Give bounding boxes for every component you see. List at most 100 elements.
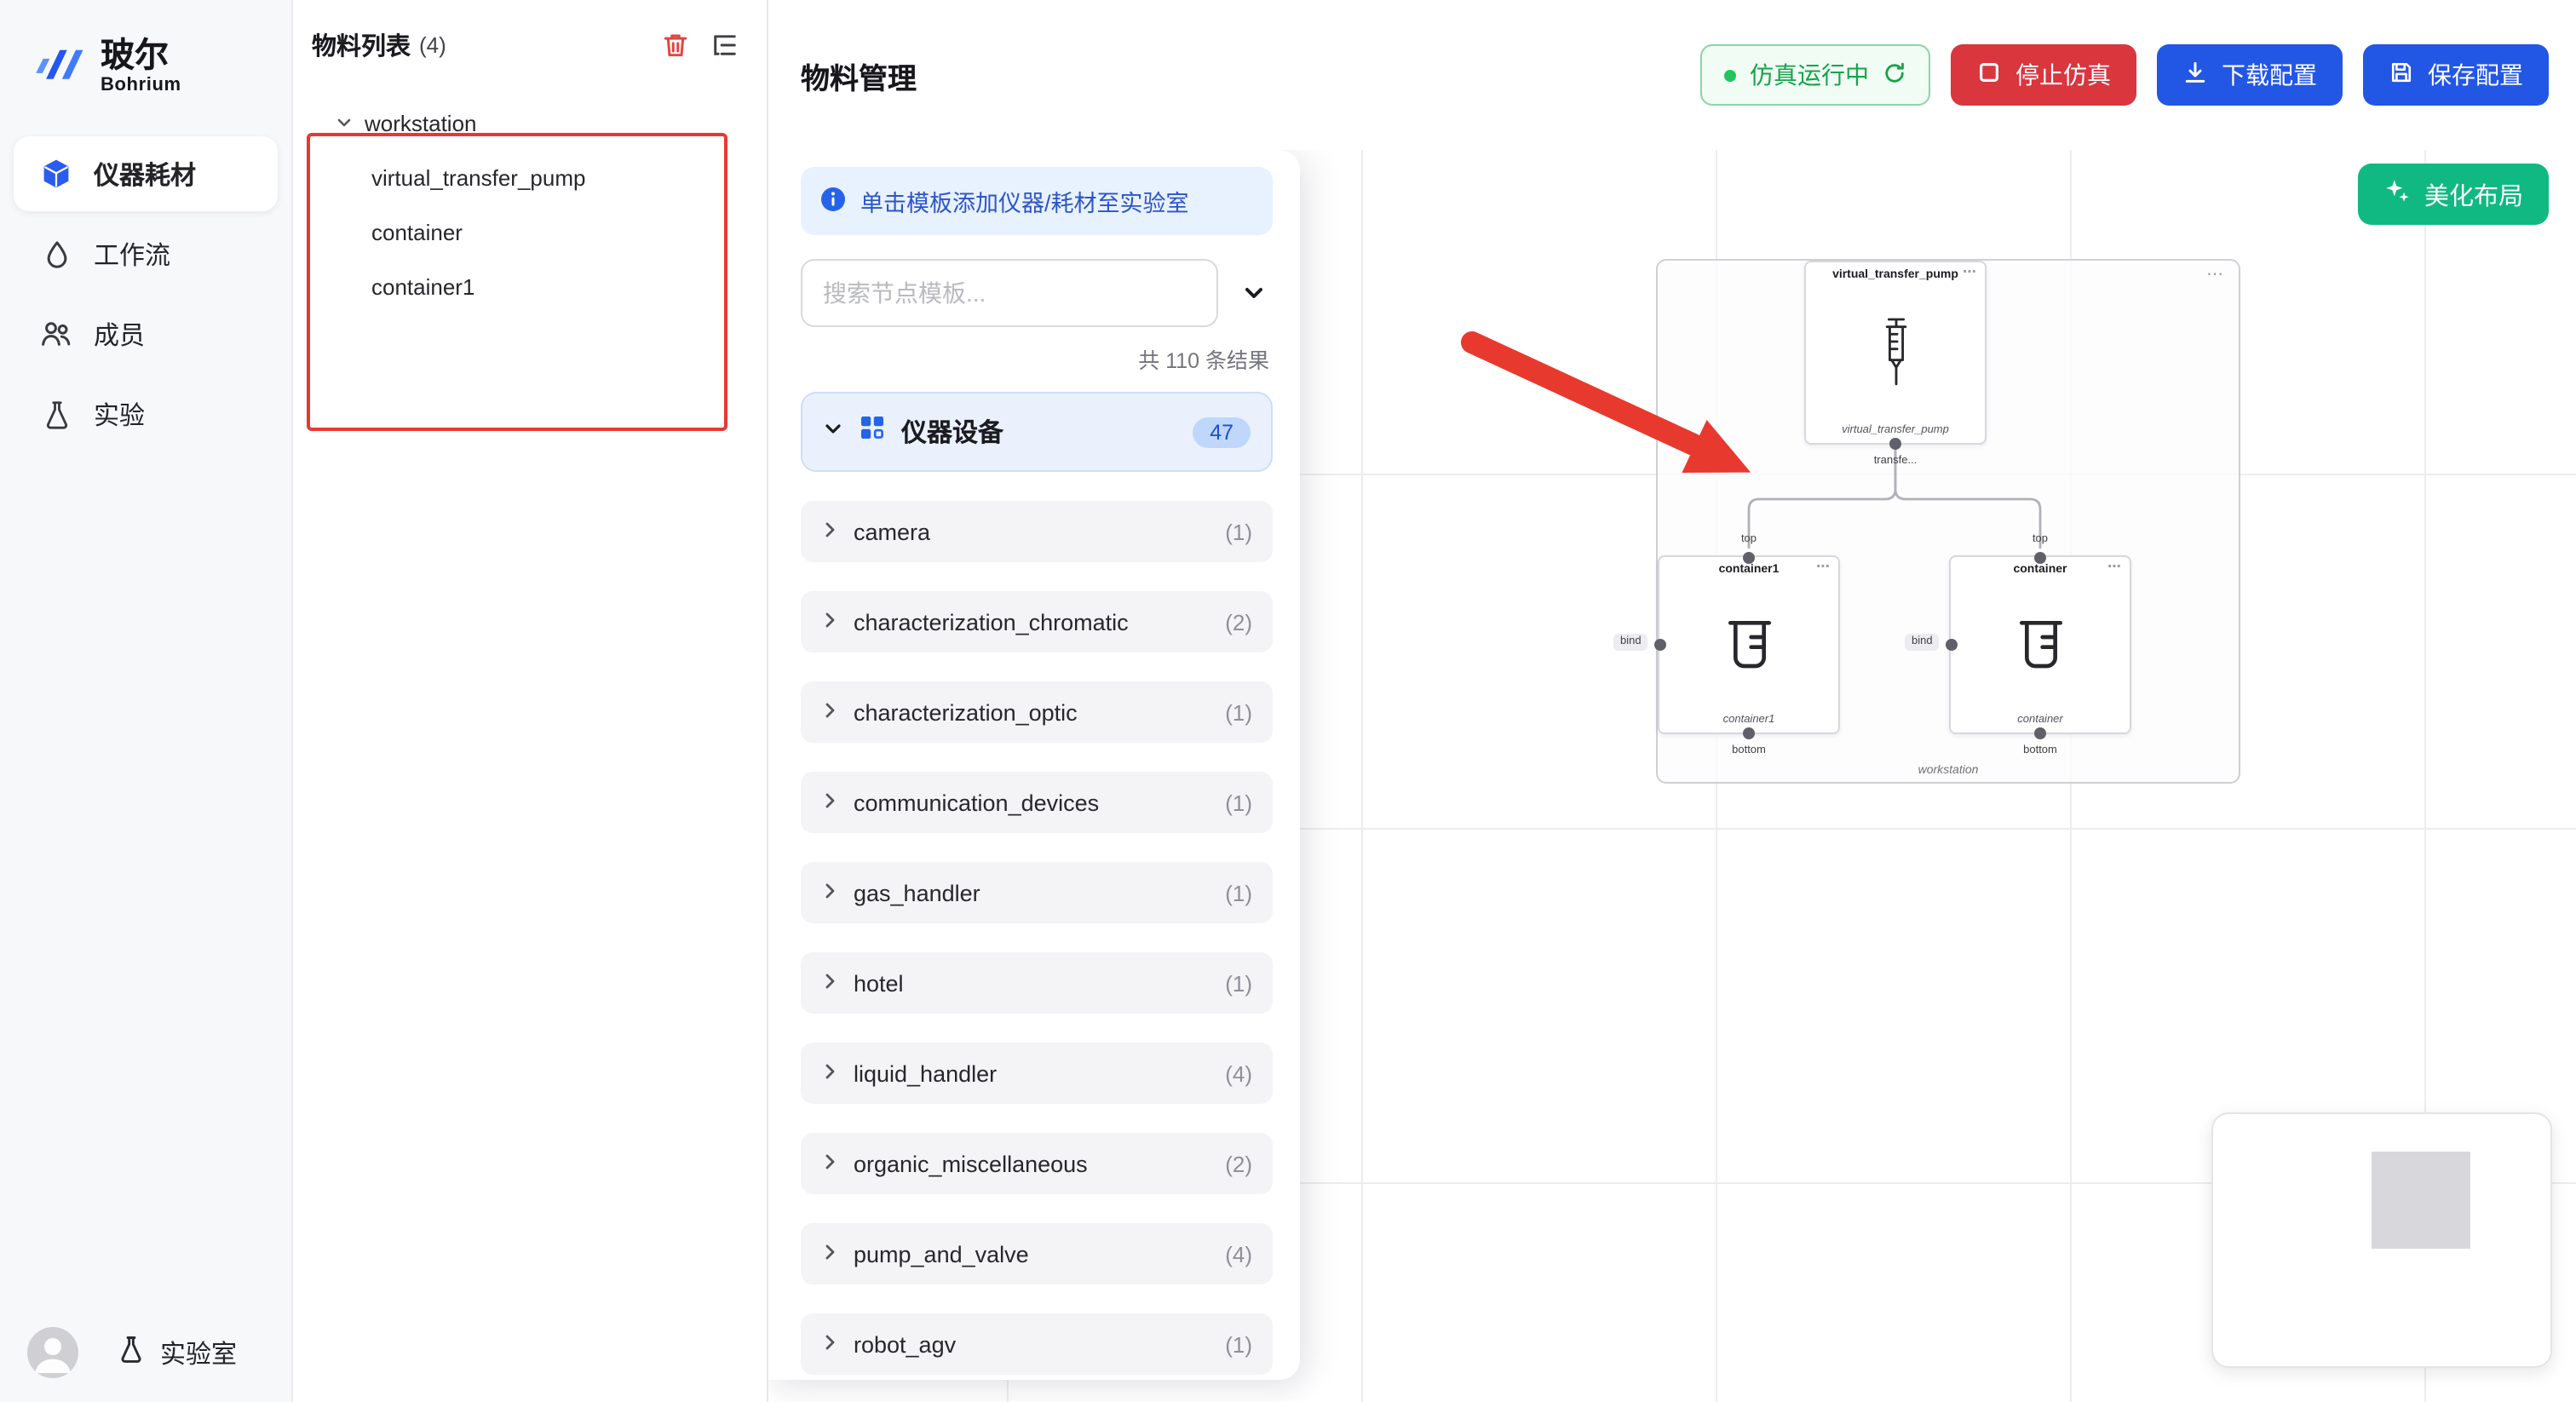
sidebar-item-workflow[interactable]: 工作流 (14, 216, 278, 291)
download-config-button[interactable]: 下载配置 (2157, 44, 2343, 106)
category-count: (2) (1225, 609, 1252, 635)
category-count: (1) (1225, 699, 1252, 725)
category-row-robot-agv[interactable]: robot_agv (1) (801, 1313, 1273, 1375)
node-sub-label: container (2017, 714, 2063, 726)
chevron-right-icon (821, 877, 838, 908)
category-row-camera[interactable]: camera (1) (801, 501, 1273, 562)
sidebar-item-instrument-consumables[interactable]: 仪器耗材 (14, 136, 278, 211)
beautify-layout-button[interactable]: 美化布局 (2358, 164, 2549, 225)
more-menu-icon[interactable]: ⋯ (2107, 559, 2123, 574)
refresh-icon (1883, 60, 1906, 89)
sidebar-item-label: 工作流 (94, 241, 171, 270)
category-row-characterization-optic[interactable]: characterization_optic (1) (801, 681, 1273, 743)
sparkles-icon (2383, 177, 2411, 211)
category-row-gas-handler[interactable]: gas_handler (1) (801, 862, 1273, 923)
port-dot[interactable] (1743, 727, 1755, 738)
materials-header: 物料列表 (4) (293, 0, 767, 83)
brand-logo[interactable]: 玻尔 Bohrium (0, 0, 291, 131)
port-dot[interactable] (1653, 639, 1665, 651)
tree-view-icon[interactable] (709, 30, 739, 60)
node-container[interactable]: top container ⋯ container bottom bind (1905, 533, 2131, 756)
sidebar-footer: 实验室 (27, 1327, 237, 1378)
results-count: 共 110 条结果 (1138, 349, 1269, 373)
category-row-communication-devices[interactable]: communication_devices (1) (801, 772, 1273, 833)
port-dot[interactable] (1743, 551, 1755, 563)
node-title: container (2013, 564, 2067, 576)
node-group-workstation[interactable]: ⋯ virtual_transfer_pump ⋯ virtual_transf… (1613, 259, 2240, 784)
minimap[interactable] (2211, 1112, 2552, 1368)
node-virtual-transfer-pump[interactable]: virtual_transfer_pump ⋯ virtual_transfer… (1804, 261, 1987, 467)
grid-icon (859, 414, 886, 450)
tree-node-child[interactable]: container (293, 204, 767, 259)
bohrium-logo-icon (27, 34, 85, 101)
chevron-right-icon (821, 1148, 838, 1179)
more-menu-icon[interactable]: ⋯ (2206, 266, 2225, 284)
sidebar-item-label: 仪器耗材 (94, 161, 197, 190)
brand-name-en: Bohrium (101, 75, 181, 95)
category-label: hotel (854, 970, 904, 996)
section-count-badge: 47 (1193, 417, 1251, 447)
bind-port-label: bind (1905, 633, 1940, 650)
port-dot[interactable] (2034, 551, 2046, 563)
save-config-button[interactable]: 保存配置 (2363, 44, 2549, 106)
tree-node-child[interactable]: container1 (293, 259, 767, 313)
minimap-viewport[interactable] (2372, 1152, 2470, 1249)
save-button-label: 保存配置 (2428, 61, 2523, 89)
category-row-liquid-handler[interactable]: liquid_handler (4) (801, 1043, 1273, 1104)
sidebar-item-members[interactable]: 成员 (14, 296, 278, 371)
category-label: characterization_chromatic (854, 609, 1129, 635)
download-button-label: 下载配置 (2222, 61, 2317, 89)
tree-node-workstation[interactable]: workstation (293, 97, 767, 150)
section-instruments[interactable]: 仪器设备 47 (801, 392, 1273, 472)
materials-tree: workstation virtual_transfer_pump contai… (293, 83, 767, 313)
lab-flask-icon (116, 1334, 147, 1371)
category-label: camera (854, 519, 931, 544)
info-banner[interactable]: 单击模板添加仪器/耗材至实验室 (801, 167, 1273, 235)
beaker-icon (1659, 576, 1838, 714)
workflow-droplet-icon (39, 237, 73, 271)
port-dot[interactable] (1889, 437, 1901, 449)
category-row-hotel[interactable]: hotel (1) (801, 952, 1273, 1014)
port-dot[interactable] (1945, 639, 1957, 651)
node-title: container1 (1718, 564, 1780, 576)
panel-collapse-chevron-icon[interactable] (1235, 274, 1273, 312)
lab-link[interactable]: 实验室 (116, 1334, 237, 1371)
category-row-pump-and-valve[interactable]: pump_and_valve (4) (801, 1223, 1273, 1284)
bind-port-label: bind (1613, 633, 1648, 650)
node-title: virtual_transfer_pump (1832, 269, 1958, 281)
category-label: pump_and_valve (854, 1241, 1029, 1267)
page-title: 物料管理 (801, 62, 917, 95)
port-label: bottom (2023, 744, 2057, 756)
user-avatar[interactable] (27, 1327, 78, 1378)
more-menu-icon[interactable]: ⋯ (1963, 264, 1978, 279)
group-label: workstation (1918, 765, 1979, 777)
node-container1[interactable]: top container1 ⋯ container1 bottom bind (1613, 533, 1840, 756)
sidebar-item-label: 实验 (94, 401, 146, 430)
materials-panel: 物料列表 (4) workstatio (293, 0, 768, 1402)
template-panel: 单击模板添加仪器/耗材至实验室 共 110 条结果 (768, 150, 1300, 1380)
stop-button-label: 停止仿真 (2015, 61, 2111, 89)
stop-simulation-button[interactable]: 停止仿真 (1951, 44, 2136, 106)
simulation-status-button[interactable]: 仿真运行中 (1700, 44, 1930, 106)
info-banner-text: 单击模板添加仪器/耗材至实验室 (860, 191, 1189, 216)
category-row-organic-miscellaneous[interactable]: organic_miscellaneous (2) (801, 1133, 1273, 1194)
tree-node-label: workstation (365, 111, 477, 136)
chevron-right-icon (821, 606, 838, 637)
category-count: (1) (1225, 880, 1252, 905)
more-menu-icon[interactable]: ⋯ (1816, 559, 1831, 574)
category-label: liquid_handler (854, 1060, 998, 1086)
delete-icon[interactable] (659, 30, 690, 60)
port-label: top (2032, 533, 2049, 545)
simulation-status-label: 仿真运行中 (1750, 61, 1869, 89)
syringe-icon (1806, 281, 1985, 424)
beautify-label: 美化布局 (2424, 183, 2523, 210)
category-row-characterization-chromatic[interactable]: characterization_chromatic (2) (801, 591, 1273, 652)
chevron-down-icon (336, 111, 353, 136)
port-dot[interactable] (2034, 727, 2046, 738)
category-label: gas_handler (854, 880, 980, 905)
search-input[interactable] (801, 259, 1218, 327)
tree-node-child[interactable]: virtual_transfer_pump (293, 150, 767, 204)
category-count: (1) (1225, 519, 1252, 544)
chevron-right-icon (821, 697, 838, 727)
sidebar-item-experiments[interactable]: 实验 (14, 376, 278, 451)
